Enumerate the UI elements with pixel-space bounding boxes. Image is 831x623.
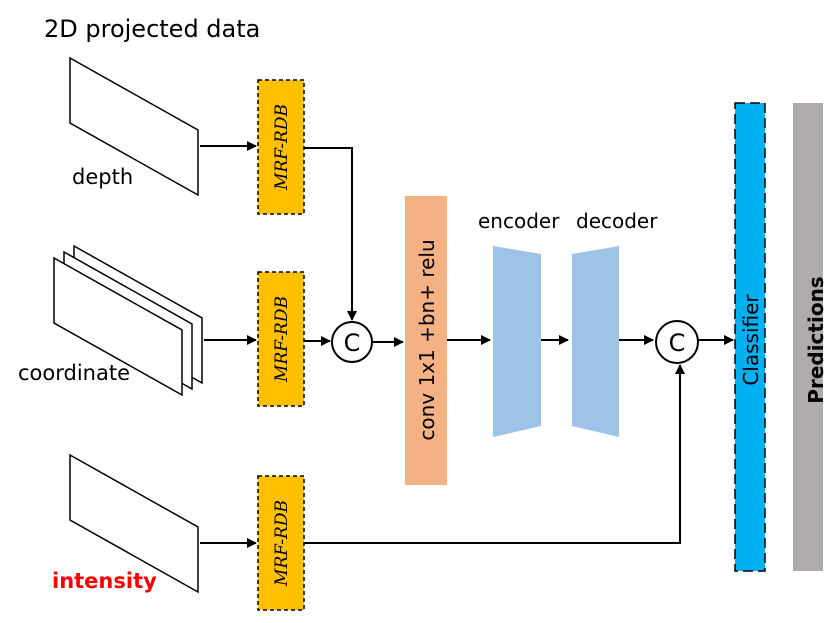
arrow-depth-mrf-to-concat — [304, 147, 357, 321]
decoder-label: decoder — [576, 209, 658, 233]
mrf-rdb-label: MRF-RDB — [272, 296, 292, 383]
depth-input-plane — [69, 56, 199, 197]
encoder-block — [493, 246, 541, 437]
depth-label: depth — [72, 165, 133, 189]
decoder-block — [572, 246, 619, 437]
mrf-rdb-block-coordinate: MRF-RDB — [257, 271, 305, 407]
mrf-rdb-block-depth: MRF-RDB — [257, 79, 305, 215]
intensity-label: intensity — [52, 569, 157, 593]
conv-block: conv 1x1 +bn+ relu — [405, 196, 447, 485]
concat-label: C — [669, 329, 686, 357]
diagram-title: 2D projected data — [44, 15, 260, 43]
concat-label: C — [344, 329, 361, 357]
predictions-block — [793, 103, 823, 571]
classifier-label: Classifier — [739, 294, 763, 386]
classifier-block: Classifier — [734, 102, 766, 572]
coordinate-input-stack — [53, 244, 203, 397]
mrf-rdb-label: MRF-RDB — [272, 500, 292, 587]
concat-node-2: C — [655, 320, 699, 364]
coordinate-label: coordinate — [18, 361, 130, 385]
intensity-input-plane — [69, 453, 199, 594]
conv-label: conv 1x1 +bn+ relu — [415, 239, 439, 440]
concat-node-1: C — [331, 321, 373, 363]
mrf-rdb-label: MRF-RDB — [272, 104, 292, 191]
encoder-label: encoder — [478, 209, 560, 233]
mrf-rdb-block-intensity: MRF-RDB — [257, 475, 305, 611]
predictions-label: Predictions — [804, 276, 828, 403]
arrow-intensity-mrf-to-concat — [304, 364, 685, 544]
